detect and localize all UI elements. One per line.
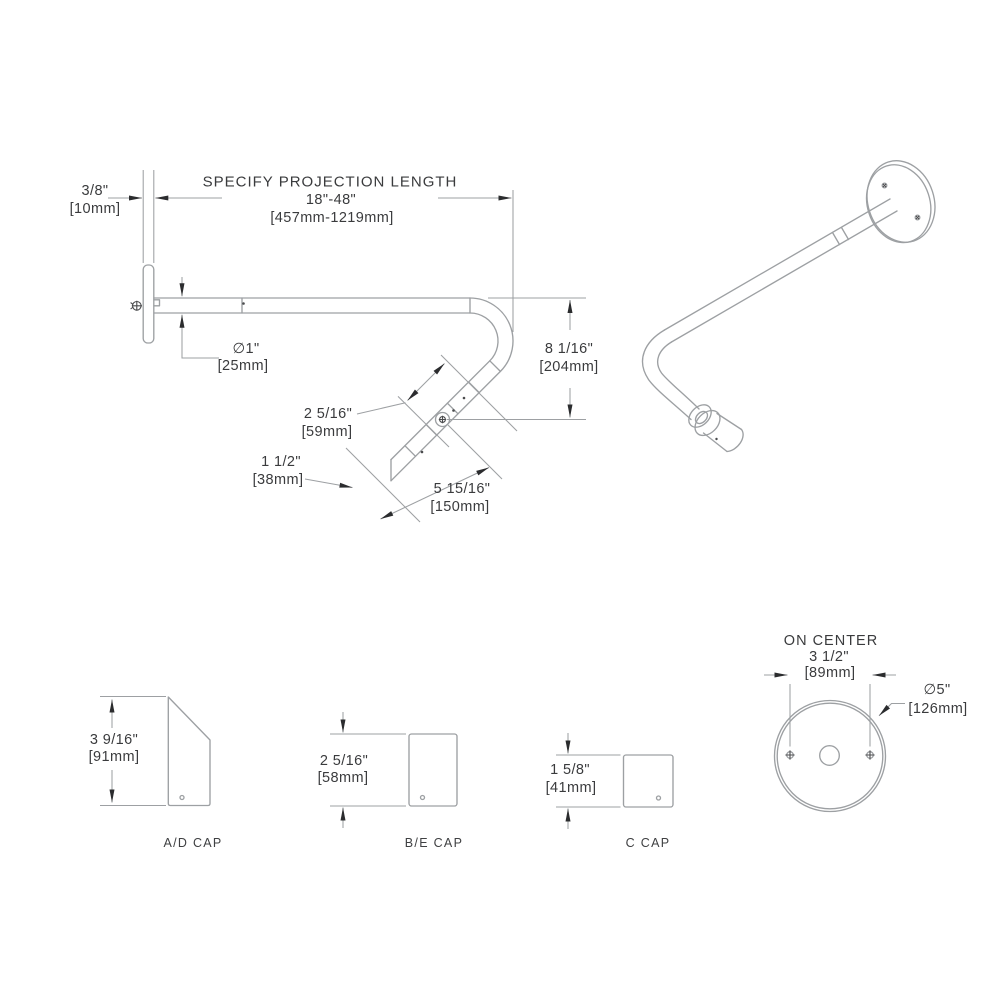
cap-be-height-mm: [58mm]: [317, 769, 369, 786]
iso-screw-hole-1: [881, 182, 888, 189]
iso-bend-outer: [641, 329, 692, 421]
on-center-label: ON CENTER: [783, 632, 879, 649]
cap-c-label: C CAP: [625, 835, 671, 850]
cap-ad-label: A/D CAP: [163, 835, 223, 850]
projection-range-mm: [457mm-1219mm]: [270, 209, 394, 226]
ext-diag-end: [345, 447, 421, 523]
mounting-screw-icon: [130, 300, 142, 311]
end-cap-length-mm: [38mm]: [252, 471, 304, 488]
drop-height-in: 8 1/16": [544, 340, 594, 357]
plate-front-view: [764, 672, 905, 813]
isometric-view: [641, 160, 936, 453]
iso-tube-upper-edge: [663, 198, 891, 331]
cap-c-height-in: 1 5/8": [550, 761, 590, 778]
leader-endcap: [304, 478, 353, 489]
tube-weep-hole: [242, 302, 245, 305]
leader-collar: [356, 402, 406, 415]
cap-c-outline: [622, 754, 674, 808]
leader-dia: [181, 337, 219, 359]
tube-diameter-in: ∅1": [232, 340, 260, 357]
diag-tick-3: [446, 402, 459, 415]
tube-diameter-mm: [25mm]: [217, 357, 269, 374]
cap-ad-hole: [179, 794, 185, 801]
iso-bend-inner: [657, 341, 700, 410]
cap-ad-height-in: 3 9/16": [89, 731, 139, 748]
on-center-spacing-in: 3 1/2": [809, 648, 849, 665]
on-center-spacing-mm: [89mm]: [804, 664, 856, 681]
iso-joint-tick-2: [840, 226, 850, 241]
dim-diag: [380, 467, 490, 520]
iso-endcap-bottom-edge: [702, 432, 728, 453]
cap-be-view: [330, 712, 458, 828]
plate-inner-circle: [776, 702, 884, 810]
diag-tick-5: [404, 445, 417, 457]
plate-dia-leader: [878, 702, 905, 717]
iso-plate-outer: [866, 160, 936, 243]
iso-tube-lower-edge: [670, 210, 898, 343]
wall-plate-side: [142, 264, 155, 344]
dim-collar: [407, 363, 445, 401]
diag-hole-1: [462, 396, 466, 400]
cap-be-height-in: 2 5/16": [319, 752, 369, 769]
diag-inner-edge: [390, 360, 491, 461]
main-side-view: [108, 170, 586, 523]
projection-range-in: 18"-48": [305, 191, 357, 208]
iso-endcap-top-edge: [716, 412, 743, 431]
drop-height-mm: [204mm]: [539, 358, 599, 375]
bend-outer-edge: [469, 297, 514, 373]
cap-c-hole: [655, 795, 662, 801]
collar-length-mm: [59mm]: [301, 423, 353, 440]
cap-c-view: [556, 733, 674, 829]
plate-thickness-mm: [10mm]: [69, 200, 121, 217]
cap-be-label: B/E CAP: [404, 835, 464, 850]
cap-be-outline: [408, 733, 458, 807]
diagonal-length-mm: [150mm]: [430, 498, 490, 515]
iso-joint-tick-1: [831, 231, 841, 246]
diag-hole-3: [420, 450, 424, 454]
ext-collar-2: [397, 396, 450, 448]
iso-collar-ring-1: [688, 404, 712, 428]
plate-outer-circle: [773, 699, 887, 813]
end-cap-length-in: 1 1/2": [261, 453, 301, 470]
cap-ad-view: [100, 695, 211, 807]
plate-center-hole: [819, 745, 840, 766]
cap-be-hole: [419, 794, 426, 801]
diagonal-length-in: 5 15/16": [433, 480, 491, 497]
iso-endcap-end: [726, 428, 744, 453]
cap-ad-outline: [167, 696, 211, 807]
ext-diag-pivot: [447, 424, 503, 480]
iso-collar-stub: [694, 410, 709, 425]
iso-screw-hole-2: [914, 214, 921, 221]
iso-endcap-hole: [715, 437, 718, 441]
plate-diameter-mm: [126mm]: [908, 700, 968, 717]
ext-collar-1: [440, 354, 518, 432]
cap-c-height-mm: [41mm]: [545, 779, 597, 796]
plate-thickness-in: 3/8": [81, 182, 109, 199]
iso-plate-rim: [865, 164, 932, 244]
tube-notch: [153, 299, 161, 307]
cap-ad-height-mm: [91mm]: [88, 748, 140, 765]
plate-screw-hole-left: [785, 750, 795, 760]
projection-title: SPECIFY PROJECTION LENGTH: [202, 173, 458, 190]
bend-inner-edge: [469, 312, 499, 362]
plate-diameter-in: ∅5": [923, 681, 951, 698]
collar-length-in: 2 5/16": [303, 405, 353, 422]
plate-screw-hole-right: [865, 750, 875, 760]
diag-hole-2: [452, 409, 455, 412]
diag-tick-1: [489, 360, 502, 373]
iso-collar-ring-2: [694, 409, 721, 437]
